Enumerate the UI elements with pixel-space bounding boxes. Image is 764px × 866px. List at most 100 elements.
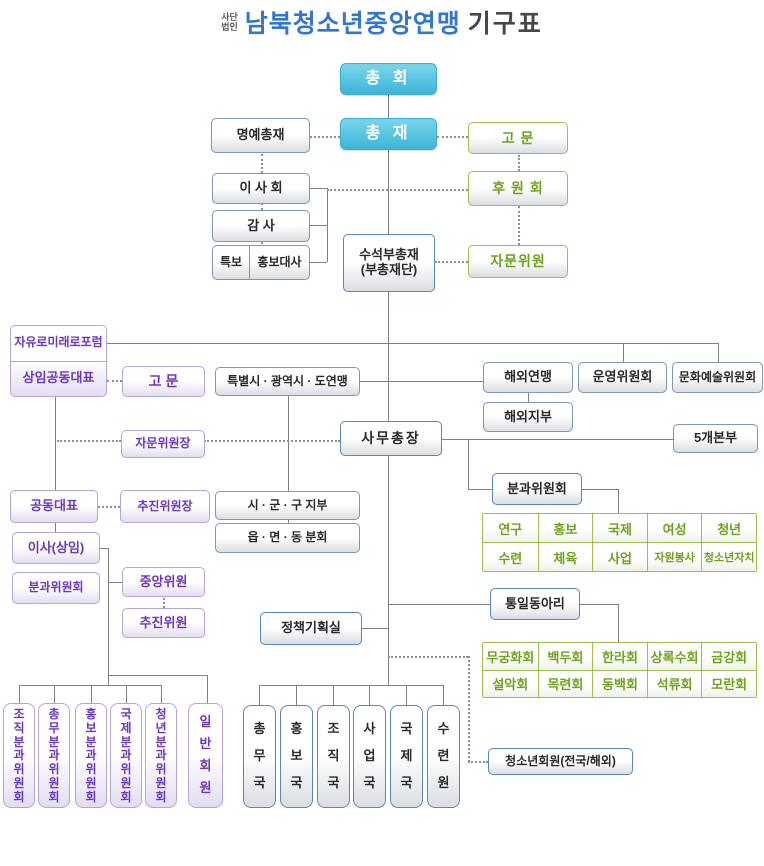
connector-line <box>259 685 260 705</box>
table-cell: 동백회 <box>592 669 647 697</box>
table-cell: 체육 <box>537 542 593 571</box>
connector-line <box>19 685 161 686</box>
connector-line <box>388 150 389 234</box>
node-city-county-district-branch: 시 · 군 · 구 지부 <box>215 491 360 520</box>
table-cell: 청년 <box>701 514 756 542</box>
connector-line <box>443 685 444 705</box>
node-overseas-federation: 해외연맹 <box>483 362 573 393</box>
dotted-connector-line <box>204 440 340 442</box>
connector-line <box>100 548 108 549</box>
connector-line <box>310 225 327 226</box>
dotted-connector-line <box>261 154 263 173</box>
connector-line <box>618 489 619 513</box>
node-supporters: 후 원 회 <box>468 171 568 206</box>
node-board: 이 사 회 <box>212 173 310 204</box>
node-five-headquarters: 5개본부 <box>673 424 758 453</box>
table-cell: 여성 <box>646 514 702 542</box>
connector-line <box>310 262 327 263</box>
table-cell: 목련회 <box>537 669 593 697</box>
connector-line <box>388 604 490 605</box>
node-advisory-chairman: 자문위원장 <box>121 430 205 458</box>
club-table: 무궁화회 백두회 한라회 상록수회 금강회 설악회 목련회 동백회 석류회 모란… <box>482 642 757 698</box>
dotted-connector-line <box>327 189 468 191</box>
page-title: 사단 법인 남북청소년중앙연맹 기구표 <box>0 4 764 40</box>
connector-line <box>288 520 289 523</box>
node-promotion-member: 추진위원 <box>122 608 205 638</box>
table-cell: 한라회 <box>592 643 647 670</box>
node-senior-vice-president: 수석부총재 (부총재단) <box>343 234 435 292</box>
dotted-connector-line <box>518 206 520 245</box>
table-cell: 홍보 <box>537 514 593 542</box>
node-promotion-chairman: 추진위원장 <box>120 490 210 523</box>
connector-line <box>468 489 492 490</box>
subcommittee-table: 연구 홍보 국제 여성 청년 수련 체육 사업 자원봉사 청소년자치 <box>482 513 757 572</box>
connector-line <box>55 523 56 532</box>
table-cell: 금강회 <box>701 643 756 670</box>
node-subcommittee-hq: 분과위원회 <box>492 473 582 505</box>
node-metro-federation: 특별시 · 광역시 · 도연맹 <box>215 367 360 396</box>
table-cell: 설악회 <box>483 669 538 697</box>
connector-line <box>468 439 469 489</box>
dotted-connector-line <box>388 656 468 658</box>
table-cell: 상록수회 <box>646 643 702 670</box>
node-subcommittee-left: 분과위원회 <box>12 572 100 604</box>
table-cell: 무궁화회 <box>483 643 538 670</box>
connector-line <box>442 439 673 440</box>
connector-line <box>55 397 56 490</box>
node-township-branch: 읍 · 면 · 동 분회 <box>215 523 360 553</box>
node-standing-co-representative: 상임공동대표 <box>22 370 95 386</box>
connector-line <box>327 188 328 262</box>
connector-line <box>406 685 407 705</box>
node-culture-arts-committee: 문화예술위원회 <box>672 362 763 393</box>
connector-line <box>288 396 289 491</box>
dotted-connector-line <box>107 380 122 382</box>
dotted-connector-line <box>261 203 263 210</box>
node-youth-members: 청소년회원(전국/해외) <box>488 748 633 775</box>
connector-line <box>54 685 55 703</box>
connector-line <box>108 548 109 685</box>
org-name: 남북청소년중앙연맹 <box>244 10 461 38</box>
table-cell: 수련 <box>483 542 538 571</box>
table-cell: 백두회 <box>537 643 593 670</box>
connector-line <box>259 685 444 686</box>
table-cell: 사업 <box>592 542 647 571</box>
table-cell: 국제 <box>592 514 647 542</box>
dotted-connector-line <box>468 656 470 762</box>
dotted-connector-line <box>57 440 121 442</box>
table-cell: 연구 <box>483 514 538 542</box>
connector-line <box>388 292 389 421</box>
connector-line <box>623 343 624 362</box>
table-cell: 청소년자치 <box>701 542 756 571</box>
node-forum-group: 자유로미래로포럼 상임공동대표 <box>10 325 107 397</box>
dotted-connector-line <box>518 155 520 171</box>
table-cell: 자원봉사 <box>646 542 702 571</box>
connector-line <box>580 604 618 605</box>
connector-line <box>108 675 207 676</box>
dotted-connector-line <box>437 136 468 138</box>
node-unification-clubs: 통일동아리 <box>490 588 580 620</box>
node-advisors: 고 문 <box>468 122 568 154</box>
connector-line <box>360 381 483 382</box>
connector-line <box>718 343 719 362</box>
connector-line <box>108 582 122 583</box>
dotted-connector-line <box>310 136 340 138</box>
node-overseas-branch: 해외지부 <box>483 402 573 432</box>
dotted-connector-line <box>435 261 468 263</box>
node-secretary-general: 사무총장 <box>340 421 442 456</box>
node-advisors-purple: 고 문 <box>122 366 205 397</box>
connector-line <box>528 393 529 402</box>
connector-line <box>91 685 92 703</box>
node-president: 총 재 <box>340 118 437 150</box>
dotted-connector-line <box>261 242 263 245</box>
